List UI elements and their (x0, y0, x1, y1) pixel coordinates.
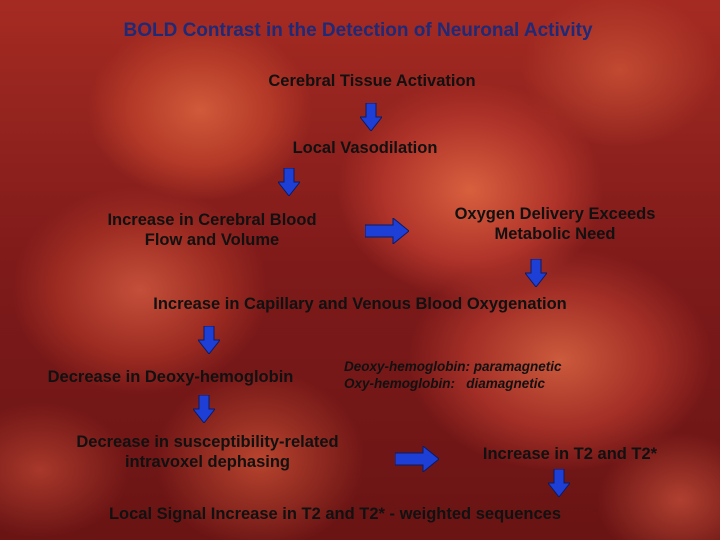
node-decrease-susceptibility: Decrease in susceptibility-related intra… (40, 433, 375, 473)
arrow-down-icon (198, 326, 220, 354)
node-decrease-susceptibility-line2: intravoxel dephasing (124, 452, 291, 471)
node-increase-t2: Increase in T2 and T2* (482, 445, 658, 463)
node-decrease-susceptibility-line1: Decrease in susceptibility-related (76, 433, 339, 451)
note-deoxy-paramagnetic: Deoxy-hemoglobin: paramagnetic (344, 359, 562, 374)
arrow-right-icon (365, 218, 409, 244)
note-oxy-diamagnetic: Oxy-hemoglobin: diamagnetic (344, 376, 546, 391)
node-increase-blood-flow: Increase in Cerebral Blood Flow and Volu… (82, 211, 342, 251)
arrow-down-icon (525, 259, 547, 287)
node-local-vasodilation: Local Vasodilation (292, 139, 438, 157)
arrow-down-icon (360, 103, 382, 131)
node-blood-oxygenation: Increase in Capillary and Venous Blood O… (153, 295, 567, 313)
node-cerebral-tissue-activation: Cerebral Tissue Activation (268, 72, 476, 90)
node-oxygen-delivery-line2: Metabolic Need (494, 224, 616, 243)
node-local-signal-increase: Local Signal Increase in T2 and T2* - we… (108, 505, 562, 523)
node-oxygen-delivery: Oxygen Delivery Exceeds Metabolic Need (420, 205, 690, 245)
arrow-down-icon (548, 469, 570, 497)
arrow-down-icon (193, 395, 215, 423)
node-decrease-deoxy-hemoglobin: Decrease in Deoxy-hemoglobin (47, 368, 294, 386)
node-increase-blood-flow-line1: Increase in Cerebral Blood (107, 211, 317, 229)
node-increase-blood-flow-line2: Flow and Volume (144, 230, 280, 249)
node-oxygen-delivery-line1: Oxygen Delivery Exceeds (454, 205, 656, 223)
slide-title: BOLD Contrast in the Detection of Neuron… (123, 20, 593, 41)
arrow-down-icon (278, 168, 300, 196)
arrow-right-icon (395, 446, 439, 472)
